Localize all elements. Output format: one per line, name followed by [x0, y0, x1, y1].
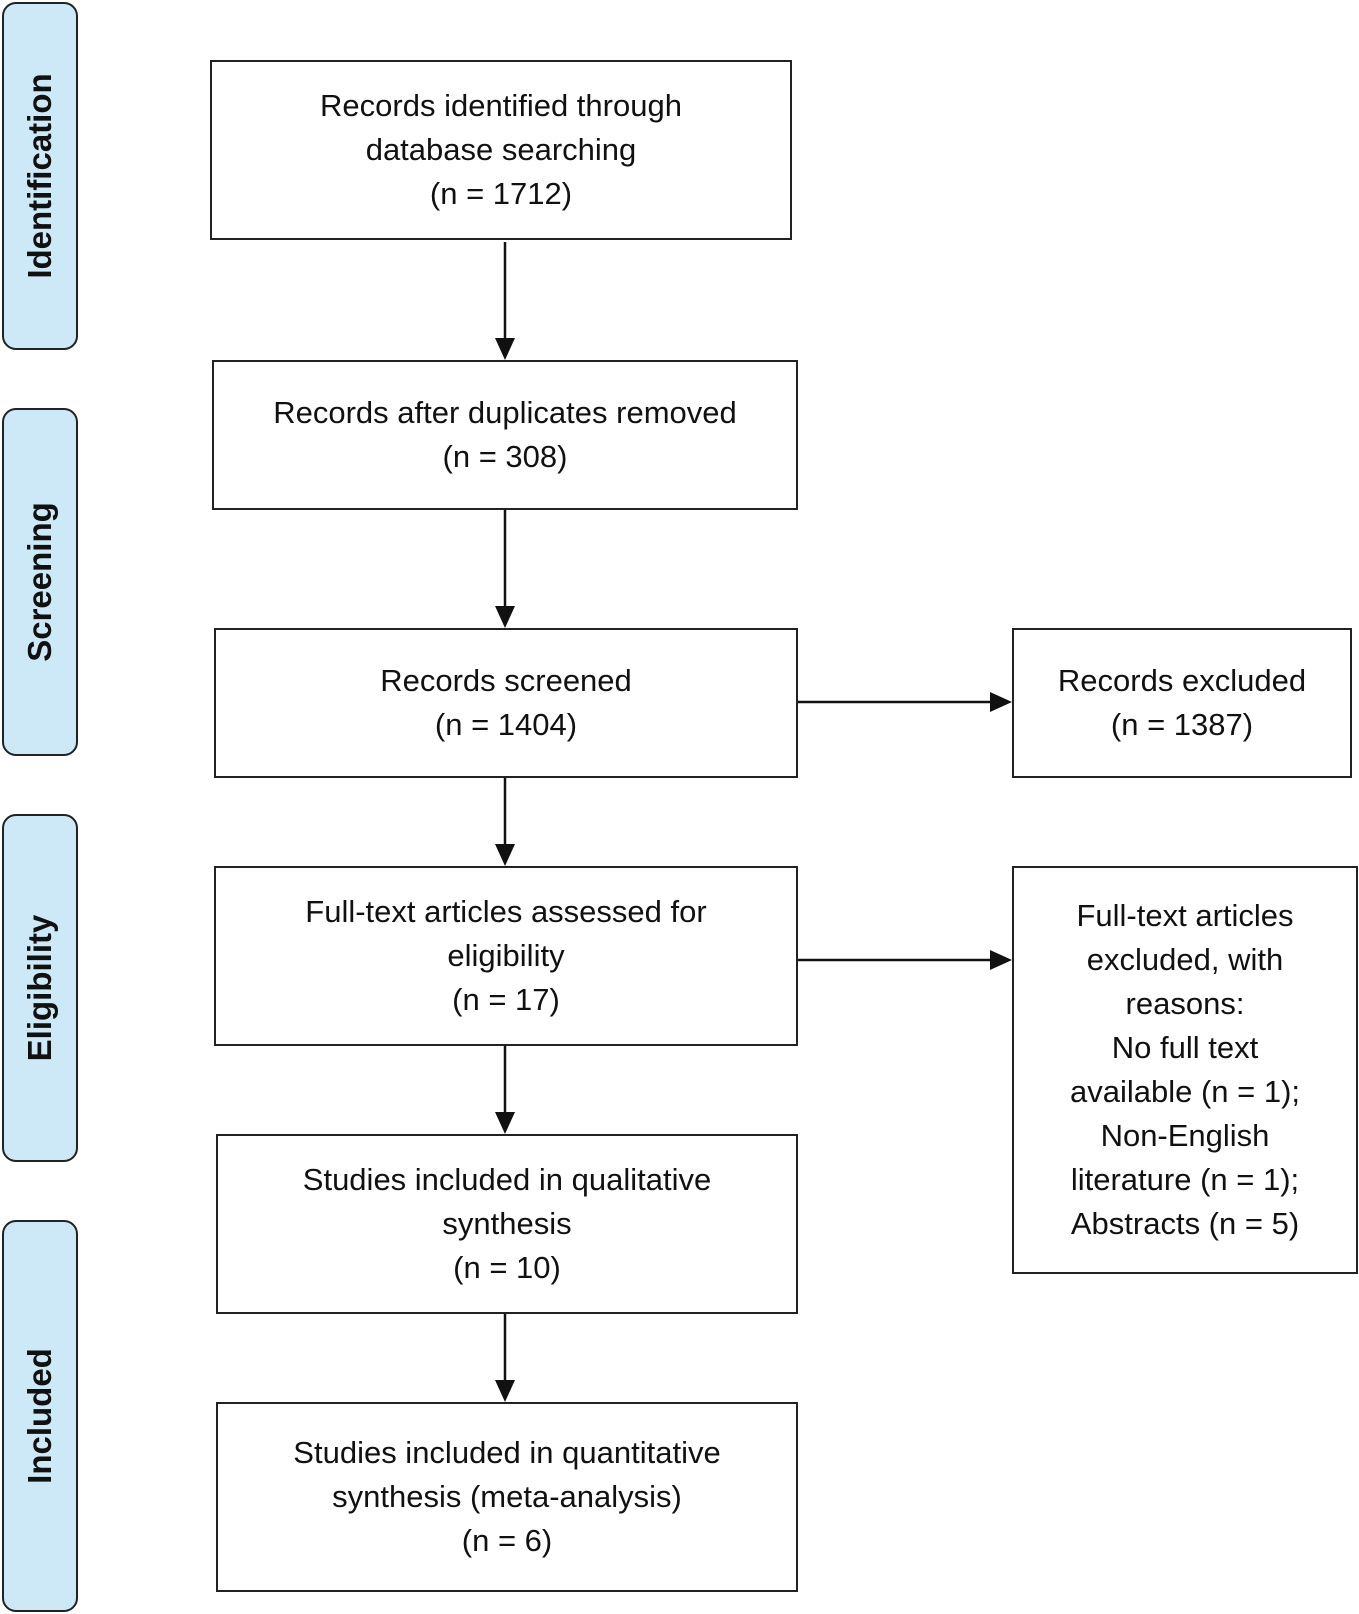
phase-screening: Screening [2, 408, 78, 756]
box-line: (n = 1387) [1110, 707, 1254, 742]
box-line: (n = 308) [442, 439, 568, 474]
box-line: excluded, with [1086, 942, 1284, 977]
box-line: Studies included in qualitative [302, 1162, 712, 1197]
arrowhead-4 [495, 1112, 515, 1134]
box-fulltext-excluded: Full-text articles excluded, with reason… [1012, 866, 1358, 1274]
phase-identification: Identification [2, 2, 78, 350]
box-line: Records identified through [320, 88, 682, 123]
arrowhead-7 [990, 950, 1012, 970]
phase-eligibility: Eligibility [2, 814, 78, 1162]
box-line: Abstracts (n = 5) [1070, 1206, 1300, 1241]
arrowhead-3 [495, 844, 515, 866]
box-line: reasons: [1125, 986, 1245, 1021]
box-line: Studies included in quantitative [293, 1435, 721, 1470]
arrowhead-5 [495, 1380, 515, 1402]
phase-included: Included [2, 1220, 78, 1612]
box-line: eligibility [447, 938, 565, 973]
box-fulltext-assessed: Full-text articles assessed for eligibil… [214, 866, 798, 1046]
arrowhead-6 [990, 692, 1012, 712]
box-line: (n = 1712) [429, 176, 573, 211]
box-line: No full text [1111, 1030, 1259, 1065]
box-line: Records screened [380, 663, 632, 698]
box-line: literature (n = 1); [1070, 1162, 1300, 1197]
box-qualitative-synthesis: Studies included in qualitative synthesi… [216, 1134, 798, 1314]
box-line: Non-English [1100, 1118, 1270, 1153]
box-line: Full-text articles assessed for [305, 894, 707, 929]
box-line: (n = 1404) [434, 707, 578, 742]
box-line: synthesis (meta-analysis) [332, 1479, 682, 1514]
box-after-duplicates: Records after duplicates removed (n = 30… [212, 360, 798, 510]
box-line: Records excluded [1057, 663, 1307, 698]
box-records-excluded: Records excluded (n = 1387) [1012, 628, 1352, 778]
box-line: Records after duplicates removed [273, 395, 737, 430]
box-records-identified: Records identified through database sear… [210, 60, 792, 240]
box-line: (n = 6) [461, 1523, 553, 1558]
box-line: Full-text articles [1076, 898, 1294, 933]
box-line: available (n = 1); [1069, 1074, 1301, 1109]
arrowhead-1 [495, 338, 515, 360]
box-line: database searching [365, 132, 637, 167]
box-quantitative-synthesis: Studies included in quantitative synthes… [216, 1402, 798, 1592]
box-line: (n = 10) [453, 1250, 561, 1285]
box-records-screened: Records screened (n = 1404) [214, 628, 798, 778]
arrowhead-2 [495, 606, 515, 628]
box-line: (n = 17) [452, 982, 560, 1017]
box-line: synthesis [442, 1206, 572, 1241]
